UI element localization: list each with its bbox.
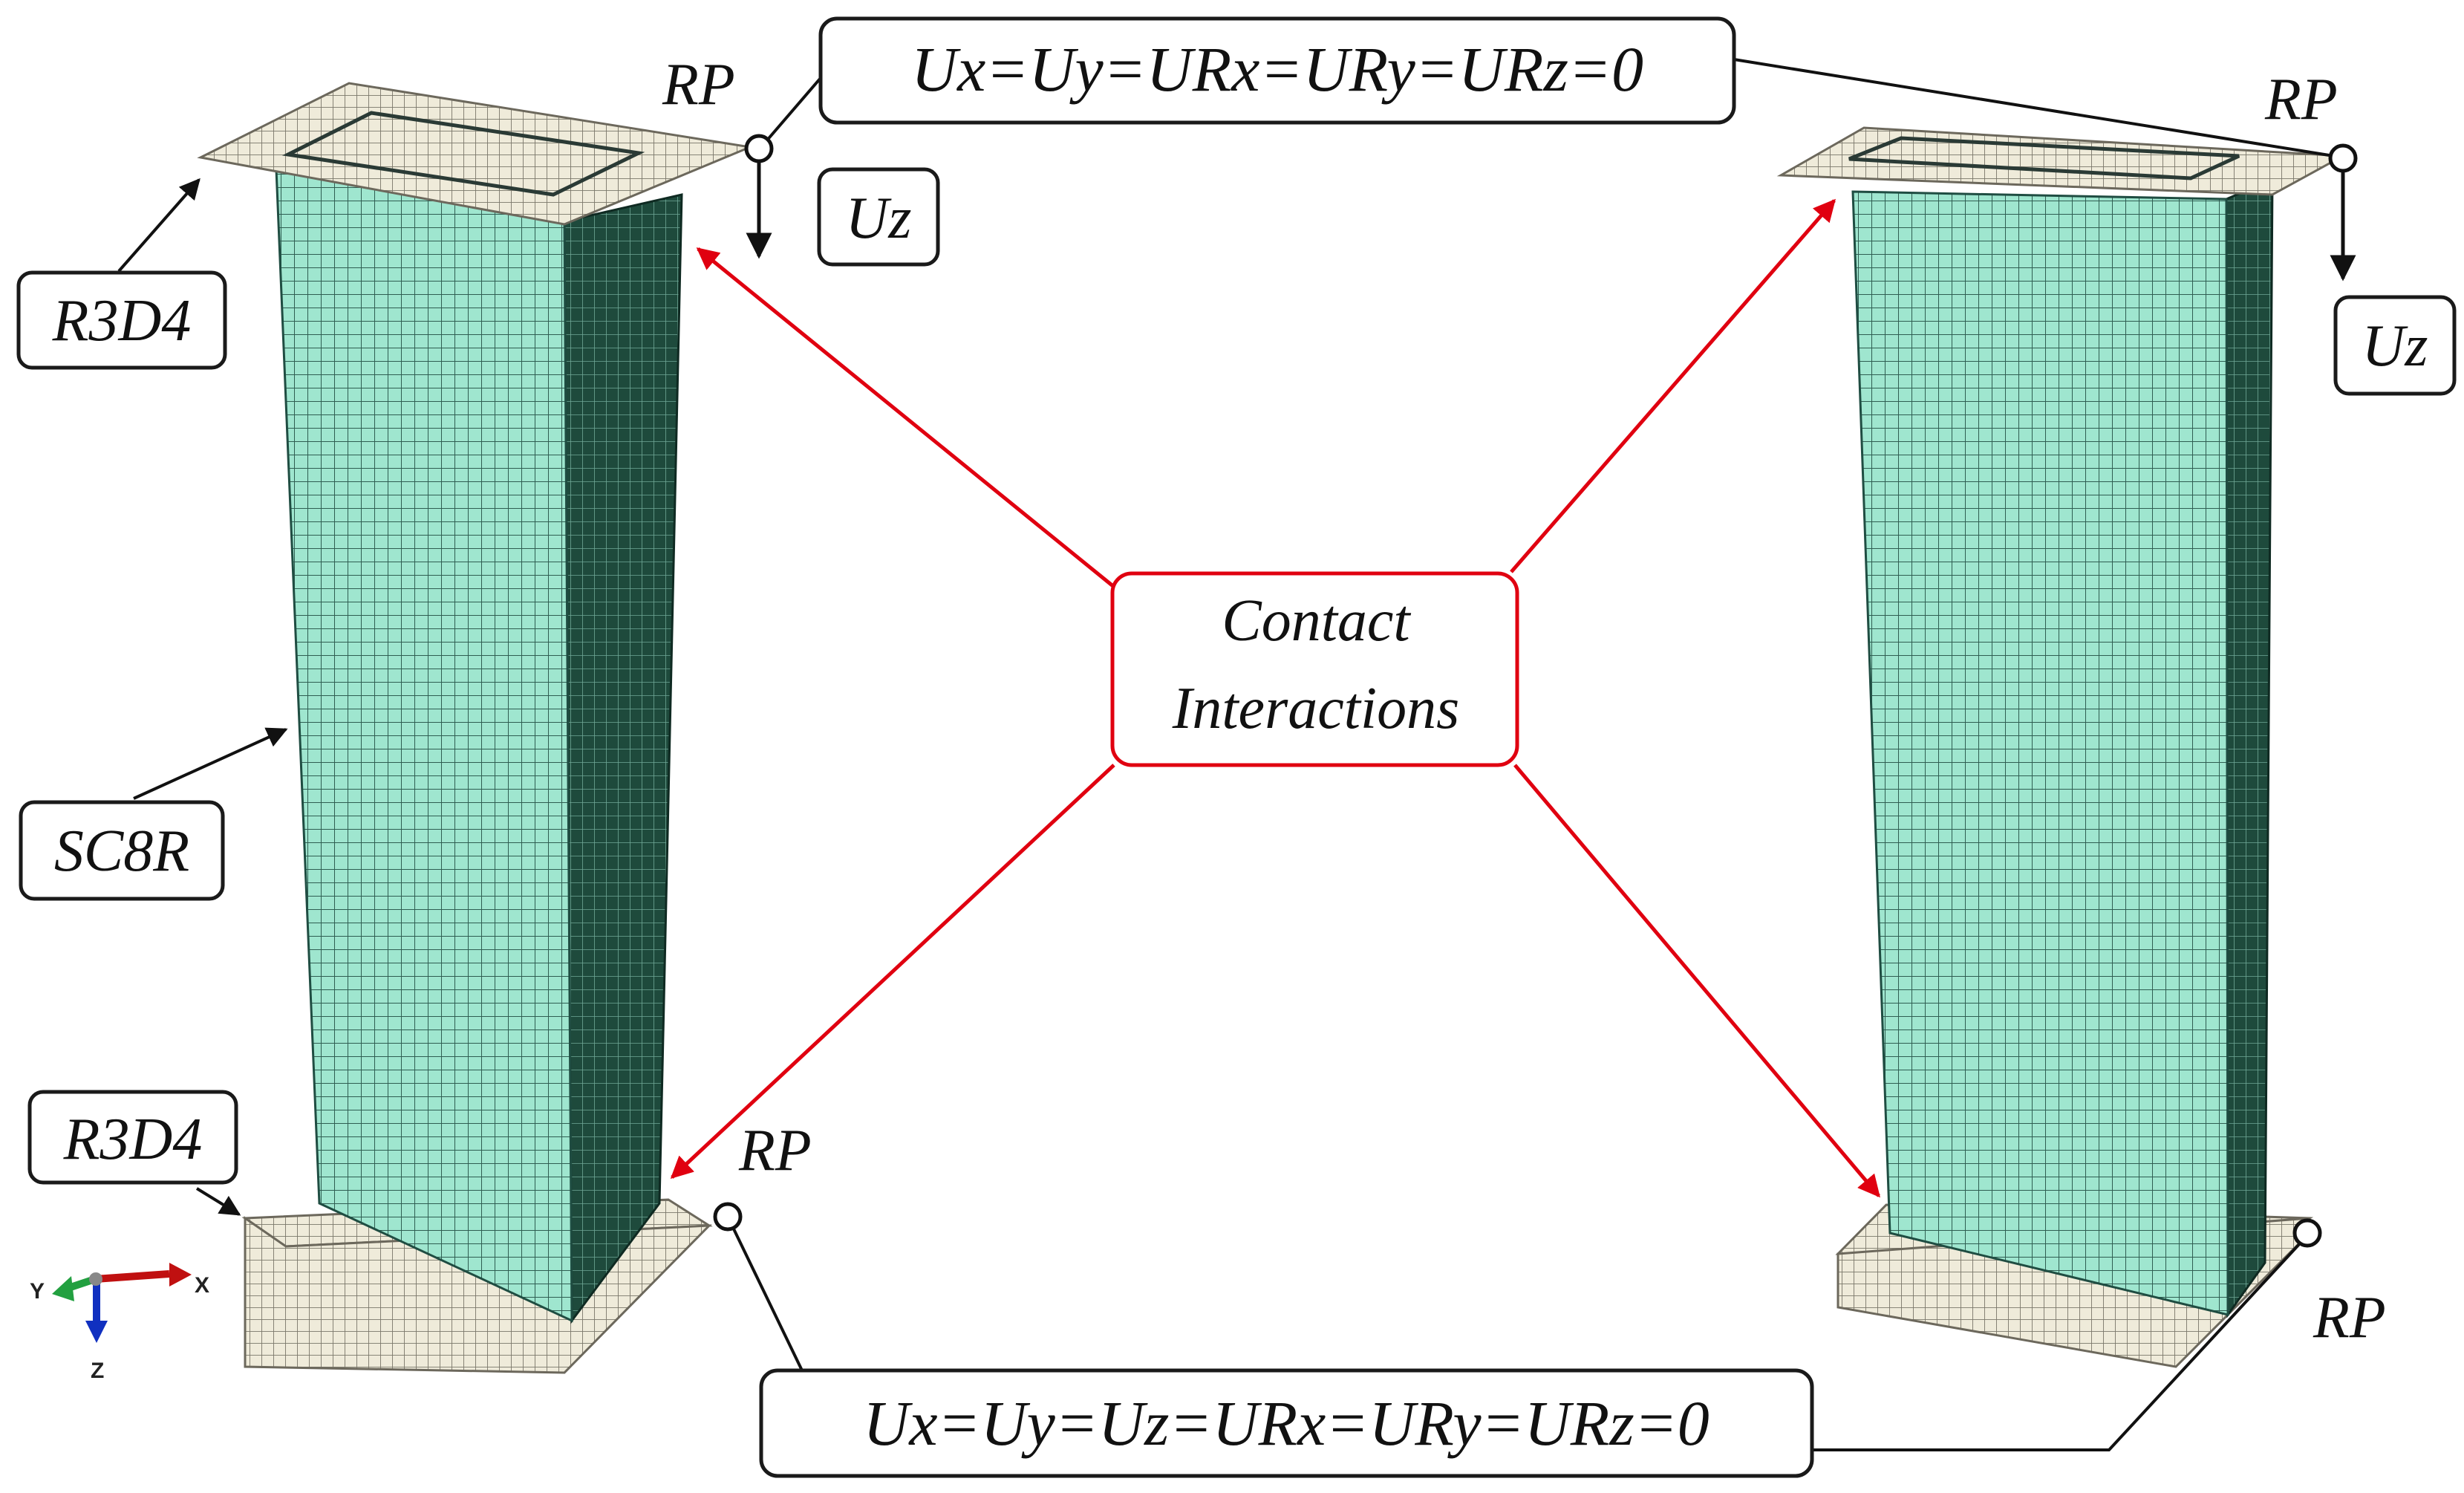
bottom-bc-label: Ux=Uy=Uz=URx=URy=URz=0 xyxy=(863,1388,1710,1459)
r3d4-top-leader xyxy=(117,178,201,273)
left-bottom-rp-marker xyxy=(713,1202,743,1232)
triad-x-label: X xyxy=(195,1273,209,1298)
contact-label-line2: Interactions xyxy=(1172,676,1460,741)
r3d4-bottom-callout: R3D4 xyxy=(27,1090,241,1216)
bottom-bc-leader-left xyxy=(726,1216,804,1371)
left-bottom-rp-label: RP xyxy=(738,1118,812,1183)
contact-arrow-top-right xyxy=(1510,198,1836,573)
r3d4-bottom-label: R3D4 xyxy=(63,1107,203,1172)
top-bc-leader-left xyxy=(760,77,822,149)
top-bc-label: Ux=Uy=URx=URy=URz=0 xyxy=(911,33,1643,105)
left-top-rp-marker xyxy=(744,134,774,163)
left-uz-label: Uz xyxy=(846,186,912,251)
axis-triad: X Y Z xyxy=(30,1263,209,1383)
r3d4-bottom-box xyxy=(27,1090,238,1185)
left-bottom-reference-point: RP xyxy=(713,1118,812,1232)
contact-arrow-top-left xyxy=(696,247,1115,588)
contact-arrow-bottom-left xyxy=(670,764,1115,1180)
right-uz-label: Uz xyxy=(2362,313,2428,379)
triad-z-label: Z xyxy=(91,1359,104,1383)
r3d4-bottom-leader xyxy=(195,1187,241,1216)
contact-interactions-callout: Contact Interactions xyxy=(1110,571,1519,767)
left-top-rp-label: RP xyxy=(662,52,735,117)
contact-arrow-bottom-right xyxy=(1513,764,1880,1198)
left-column-front-face xyxy=(275,168,573,1323)
contact-box xyxy=(1110,571,1519,767)
right-top-reference-point: RP Uz xyxy=(2264,67,2457,396)
top-bc-box xyxy=(818,16,1736,125)
right-bottom-rp-label: RP xyxy=(2313,1285,2386,1350)
left-uz-box xyxy=(817,167,940,267)
triad-origin xyxy=(89,1272,102,1286)
sc8r-label: SC8R xyxy=(54,819,189,884)
right-bottom-reference-point: RP xyxy=(2292,1218,2386,1350)
bottom-bc-box xyxy=(759,1368,1814,1478)
contact-arrows xyxy=(670,198,1880,1198)
right-column-front-face xyxy=(1851,190,2229,1316)
top-boundary-callout: Ux=Uy=URx=URy=URz=0 xyxy=(760,16,2344,159)
left-top-plate-inset xyxy=(281,111,645,197)
right-column-side-face xyxy=(2225,178,2274,1318)
triad-y-label: Y xyxy=(30,1279,45,1304)
r3d4-top-callout: R3D4 xyxy=(16,178,227,370)
left-top-reference-point: RP Uz xyxy=(662,52,940,267)
right-top-rp-label: RP xyxy=(2264,67,2338,132)
bottom-boundary-callout: Ux=Uy=Uz=URx=URy=URz=0 xyxy=(726,1216,2311,1478)
triad-z-arrowhead xyxy=(85,1321,108,1343)
left-column-model xyxy=(197,82,754,1374)
right-bottom-rp-marker xyxy=(2292,1218,2322,1248)
right-top-rp-marker xyxy=(2328,143,2358,173)
sc8r-leader xyxy=(133,727,288,800)
sc8r-box xyxy=(19,800,225,901)
contact-label-line1: Contact xyxy=(1222,588,1411,654)
right-top-plate-inset xyxy=(1848,136,2240,180)
top-bc-leader-right xyxy=(1733,58,2344,159)
bottom-bc-leader-right xyxy=(1812,1232,2311,1451)
triad-x-arrowhead xyxy=(169,1263,192,1287)
right-column-model xyxy=(1776,126,2347,1368)
r3d4-top-box xyxy=(16,270,227,370)
triad-x-axis xyxy=(94,1270,170,1283)
triad-y-arrowhead xyxy=(52,1276,74,1301)
r3d4-top-label: R3D4 xyxy=(52,288,192,354)
left-column-side-face xyxy=(563,193,683,1324)
right-uz-box xyxy=(2333,295,2457,396)
sc8r-callout: SC8R xyxy=(19,727,288,901)
